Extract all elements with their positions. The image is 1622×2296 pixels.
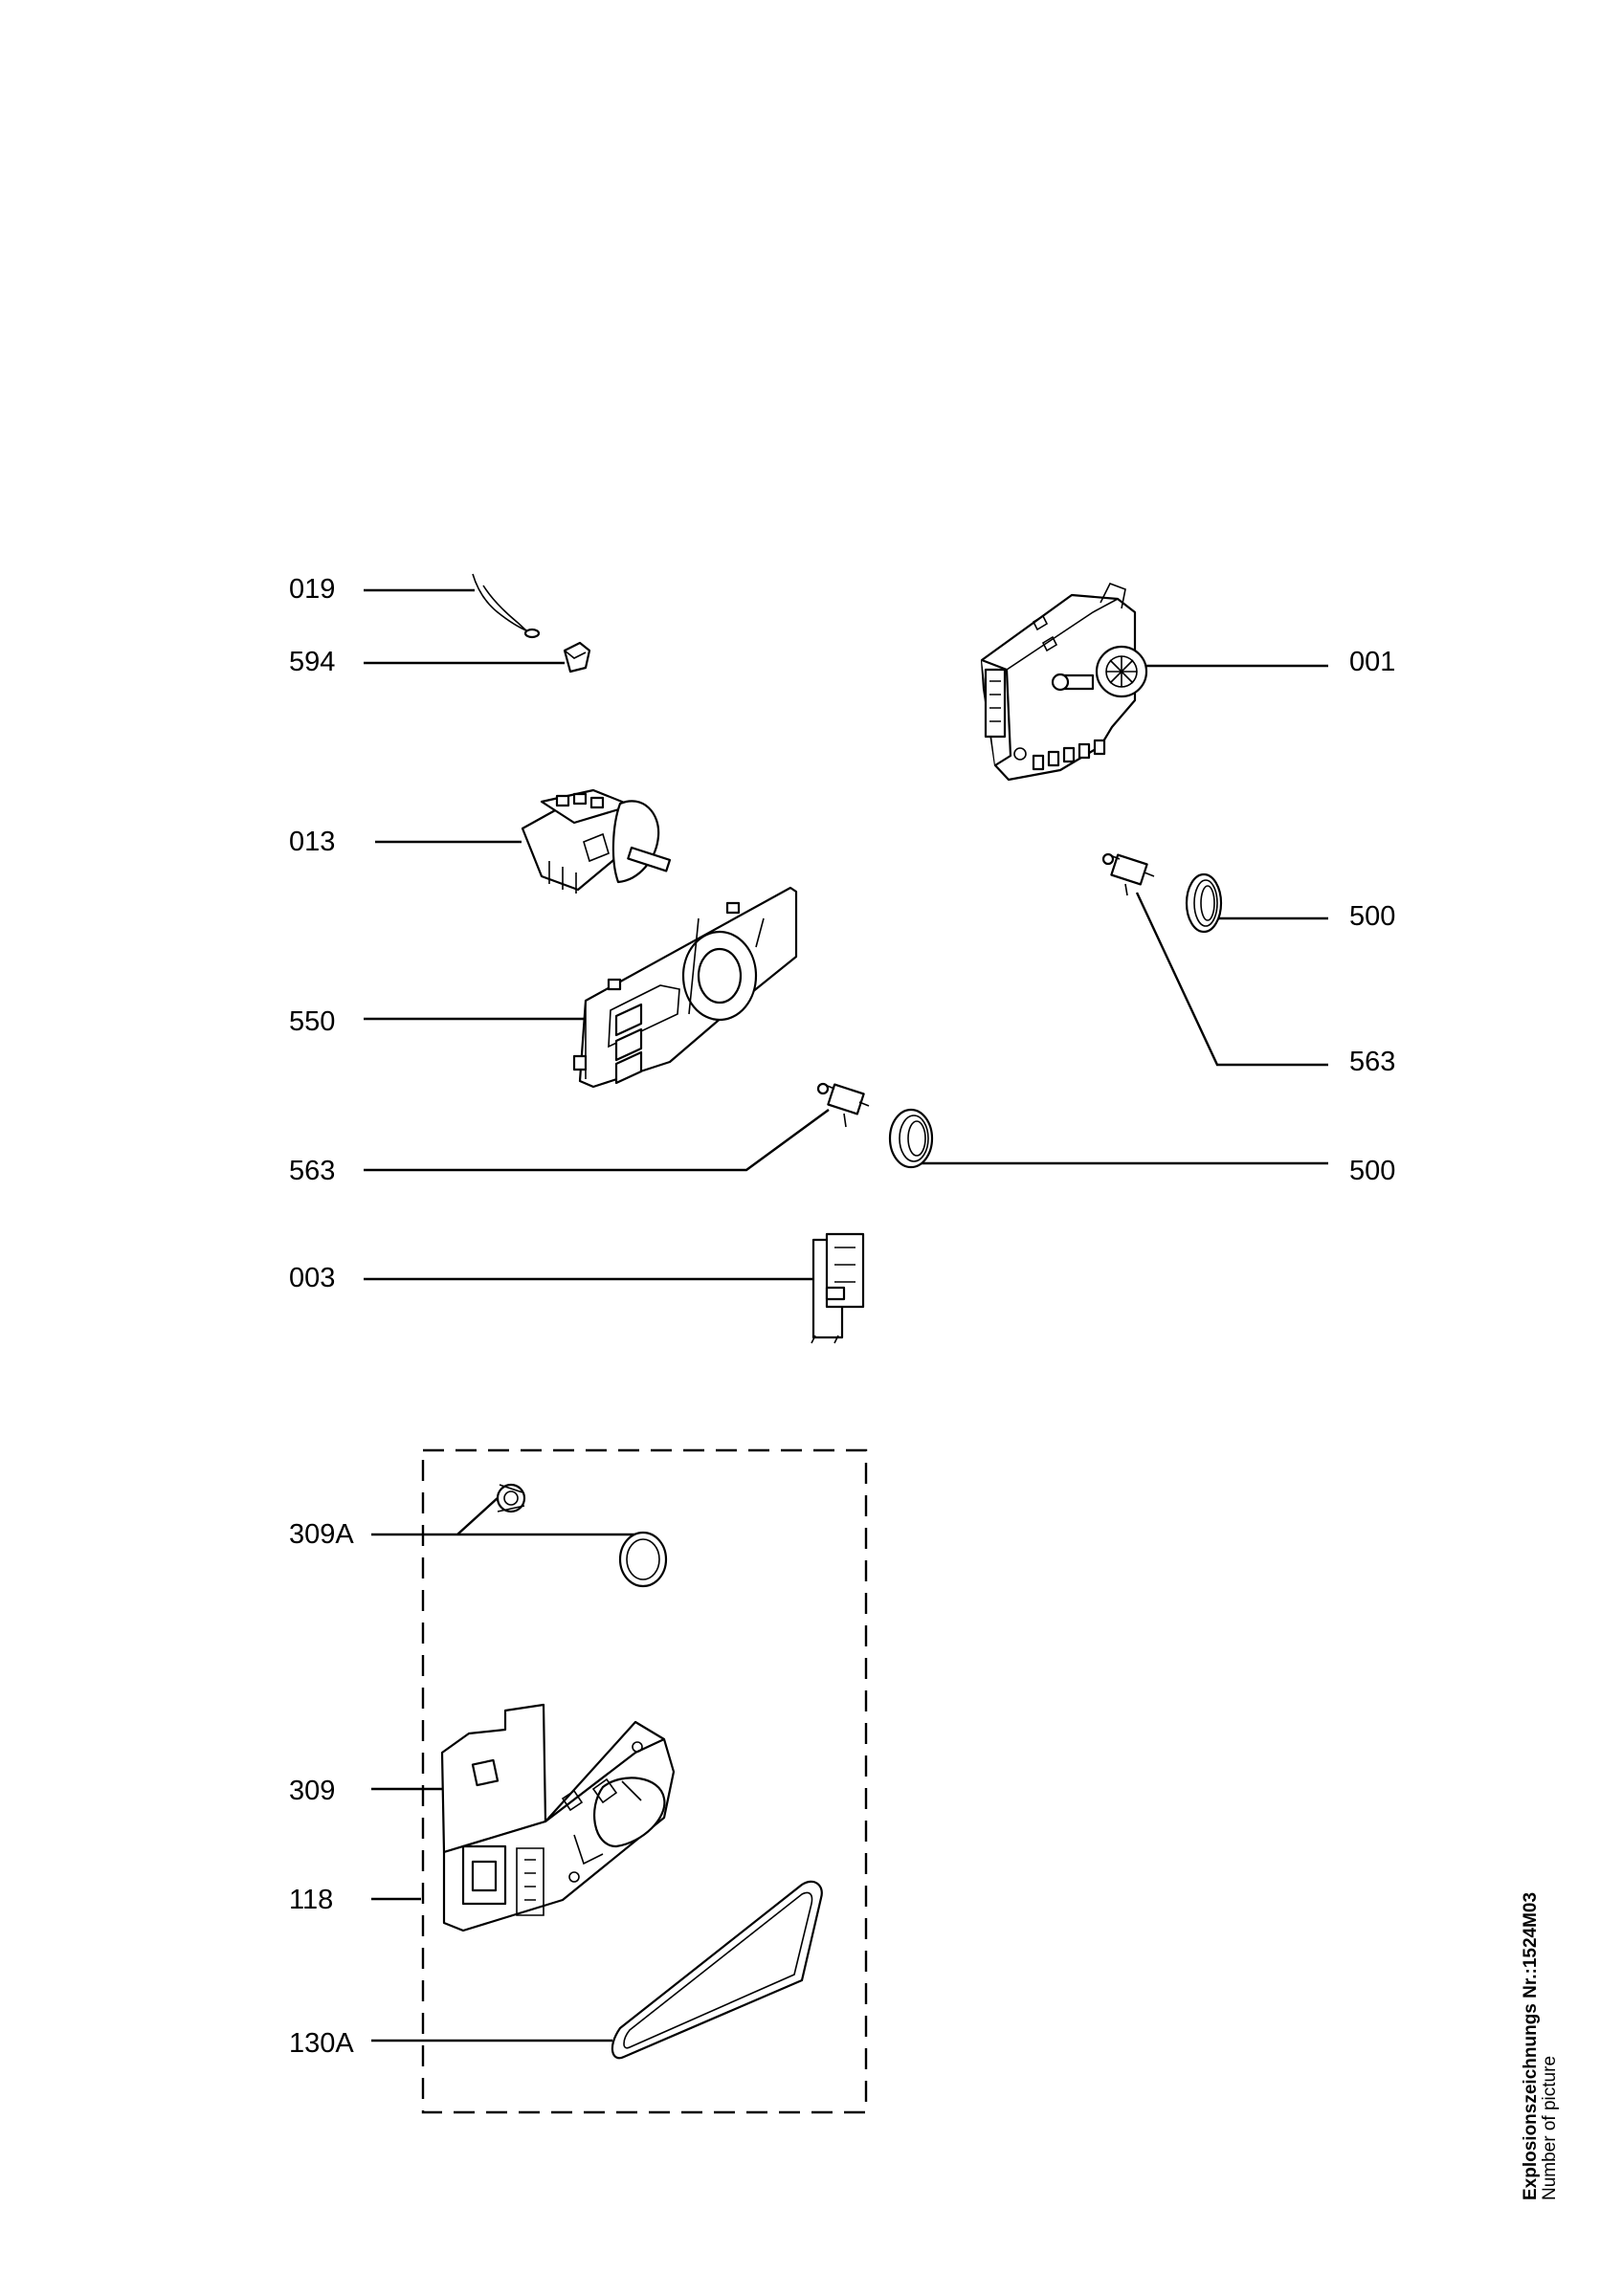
label-118: 118 — [289, 1885, 334, 1915]
part-563-lamp-holder-right — [1101, 852, 1155, 896]
part-500-cable-right — [1185, 872, 1223, 934]
part-594-clip — [563, 641, 591, 673]
part-500-cable-left — [888, 1108, 934, 1169]
label-500-right: 500 — [1349, 901, 1396, 932]
leader-563-right — [1135, 892, 1328, 1067]
drawing-number-block: Explosionszeichnungs Nr.:1524M03 Number … — [1521, 1891, 1560, 2200]
label-563-left: 563 — [289, 1156, 336, 1186]
picture-caption: Number of picture — [1539, 2055, 1560, 2200]
part-550-control-panel — [572, 886, 798, 1089]
drawing-number: Explosionszeichnungs Nr.:1524M03 — [1521, 1891, 1541, 2200]
label-500-left: 500 — [1349, 1156, 1396, 1186]
label-013: 013 — [289, 827, 336, 857]
leader-lines — [364, 588, 1328, 2042]
label-309: 309 — [289, 1776, 336, 1806]
part-013-rotary-switch — [521, 788, 672, 894]
part-001-timer — [980, 582, 1148, 782]
part-309-door-lock — [440, 1703, 676, 1932]
label-309a: 309A — [289, 1519, 354, 1550]
label-019: 019 — [289, 574, 336, 605]
label-003: 003 — [289, 1263, 336, 1293]
label-130a: 130A — [289, 2028, 354, 2059]
part-019-wire-sensor — [472, 573, 541, 639]
leader-309a-cap — [456, 1495, 500, 1535]
part-309a-cap — [496, 1483, 526, 1513]
label-594: 594 — [289, 647, 336, 677]
part-563-lamp-holder-left — [816, 1082, 870, 1128]
leader-563-left — [364, 1109, 830, 1172]
label-563-right: 563 — [1349, 1047, 1396, 1077]
label-550: 550 — [289, 1006, 336, 1037]
part-003-connector — [811, 1232, 865, 1344]
part-130a-gasket — [611, 1880, 823, 2060]
part-309a-ring — [618, 1531, 668, 1588]
label-001: 001 — [1349, 647, 1396, 677]
